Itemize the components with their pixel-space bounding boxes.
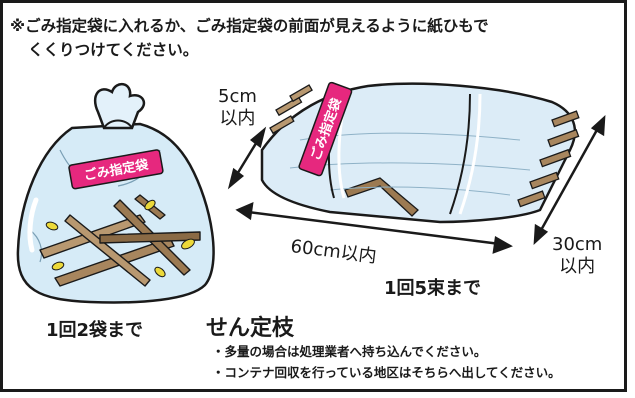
bullet-list: ・多量の場合は処理業者へ持ち込んでください。 ・コンテナ回収を行っている地区はそ… bbox=[212, 341, 561, 383]
bullet-item-1: ・多量の場合は処理業者へ持ち込んでください。 bbox=[212, 344, 487, 359]
notice-line-1: ※ごみ指定袋に入れるか、ごみ指定袋の前面が見えるように紙ひもで bbox=[10, 17, 489, 35]
thickness-suffix: 以内 bbox=[219, 108, 256, 129]
outer-frame bbox=[0, 0, 627, 392]
notice-line-2: くくりつけてください。 bbox=[28, 41, 199, 59]
bag-limit: 1回2袋まで bbox=[46, 320, 144, 341]
garbage-bag-illustration: ごみ指定袋 bbox=[16, 83, 215, 304]
width-suffix: 以内 bbox=[559, 256, 596, 277]
bundle-limit: 1回5束まで bbox=[384, 278, 482, 299]
thickness-value: 5cm bbox=[218, 86, 257, 107]
branch-bundle-illustration: ごみ指定袋 bbox=[227, 81, 606, 254]
bundle-tag bbox=[298, 81, 353, 177]
notice-text: ※ごみ指定袋に入れるか、ごみ指定袋の前面が見えるように紙ひもで くくりつけてくだ… bbox=[10, 14, 620, 62]
width-label: 30cm 以内 bbox=[552, 234, 602, 278]
thickness-label: 5cm 以内 bbox=[218, 86, 257, 130]
bag-tag bbox=[68, 149, 164, 190]
bullet-item-2: ・コンテナ回収を行っている地区はそちらへ出してください。 bbox=[212, 365, 561, 380]
width-value: 30cm bbox=[552, 234, 603, 255]
section-title: せん定枝 bbox=[206, 316, 295, 341]
